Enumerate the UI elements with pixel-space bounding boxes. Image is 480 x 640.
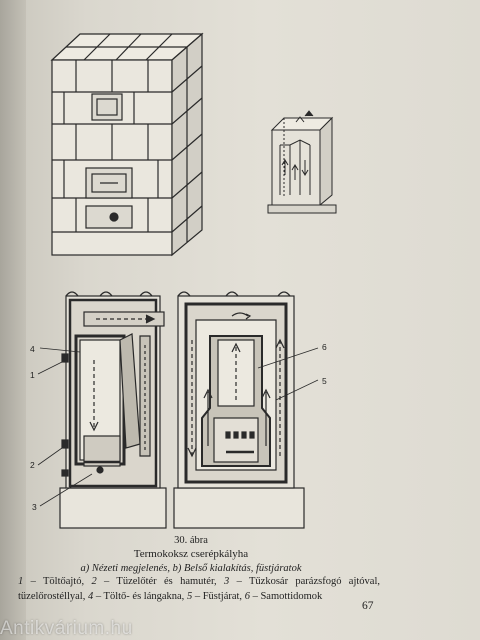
- callout-4: 4: [30, 344, 35, 354]
- legend-key: 5: [186, 591, 193, 602]
- legend-text: – Töltő- és lángakna,: [93, 591, 187, 602]
- legend-key: 1: [18, 576, 24, 587]
- figure-legend: 1 – Töltőajtó, 2 – Tüzelőtér és hamutér,…: [18, 574, 380, 604]
- legend-text: – Samottidomok: [249, 591, 323, 602]
- legend-text: – Tüzelőtér és hamutér,: [96, 576, 225, 587]
- figure-number: 30. ábra: [174, 535, 208, 546]
- callout-5: 5: [322, 376, 327, 386]
- callout-6: 6: [322, 342, 327, 352]
- figure-subtitle: a) Nézeti megjelenés, b) Belső kialakítá…: [16, 562, 366, 576]
- callout-2: 2: [30, 460, 35, 470]
- flue-schematic-drawing: [267, 110, 337, 214]
- stove-perspective-drawing: [50, 32, 204, 257]
- figure-title: Termokoksz cserépkályha: [133, 548, 249, 560]
- subtitle-b-key: b): [172, 563, 182, 574]
- legend-key: 3: [224, 576, 230, 587]
- watermark-logo: Antikvárium.hu: [0, 618, 133, 639]
- callout-3: 3: [32, 502, 37, 512]
- subtitle-a: Nézeti megjelenés,: [89, 563, 173, 574]
- stove-section-right: [173, 291, 319, 529]
- legend-key: 2: [91, 576, 97, 587]
- callout-1: 1: [30, 370, 35, 380]
- legend-text: – Tűzkosár parázsfogó ajtóval, tüzelőros…: [18, 576, 380, 602]
- stove-section-left: [37, 291, 167, 529]
- legend-key: 4: [87, 591, 94, 602]
- page-number: 67: [362, 600, 374, 612]
- subtitle-a-key: a): [80, 563, 90, 574]
- legend-text: – Füstjárat,: [192, 591, 245, 602]
- page-gutter-shadow: [0, 0, 26, 640]
- legend-key: 6: [244, 591, 250, 602]
- legend-text: – Töltőajtó,: [23, 576, 92, 587]
- subtitle-b: Belső kialakítás, füstjáratok: [181, 563, 302, 574]
